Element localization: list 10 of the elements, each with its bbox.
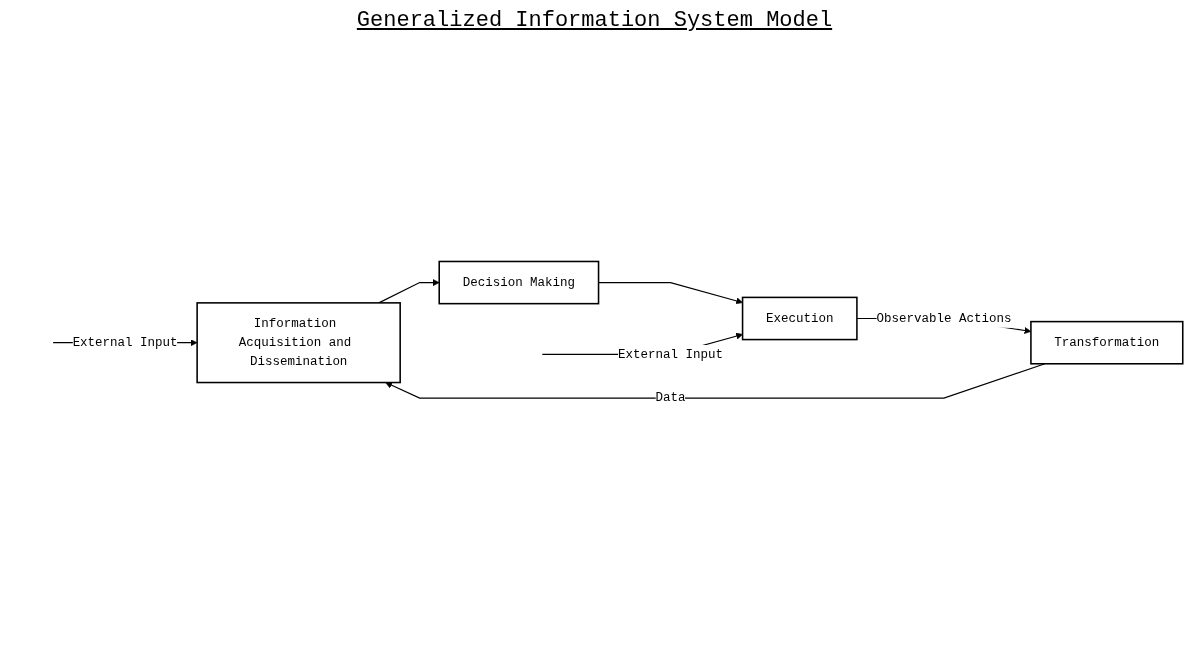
arrow [378, 279, 440, 304]
diagram-title: Generalized Information System Model [355, 8, 834, 33]
node-box: Transformation [1030, 320, 1184, 365]
edge-label: Observable Actions [876, 311, 1012, 326]
node-box: Information Acquisition and Dissemination [196, 302, 401, 384]
edge-label: External Input [72, 335, 178, 350]
edge-label: External Input [618, 347, 724, 362]
node-box: Decision Making [438, 260, 600, 305]
node-box: Execution [741, 296, 858, 341]
edge-label: Data [655, 391, 686, 406]
